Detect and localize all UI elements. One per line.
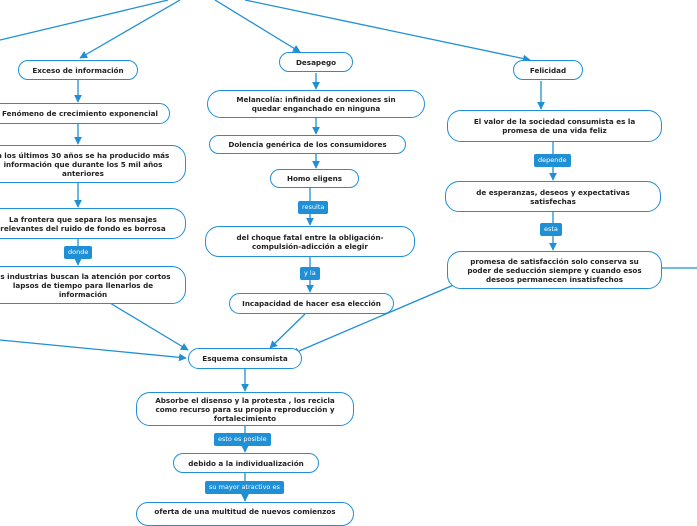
- edge-left-esquema: [0, 339, 187, 362]
- node-valor-sociedad[interactable]: El valor de la sociedad consumista es la…: [447, 110, 662, 142]
- edge-incapacidad-esquema: [269, 313, 306, 349]
- connector-y-la[interactable]: y la: [300, 267, 320, 280]
- node-dolencia-generica[interactable]: Dolencia genérica de los consumidores: [209, 135, 406, 154]
- node-melancolia[interactable]: Melancolía: infinidad de conexiones sin …: [207, 90, 425, 118]
- node-choque-fatal[interactable]: del choque fatal entre la obligación- co…: [205, 226, 415, 257]
- node-desapego[interactable]: Desapego: [279, 52, 353, 72]
- node-esperanzas-deseos[interactable]: de esperanzas, deseos y expectativas sat…: [445, 181, 661, 212]
- edge-root-exceso-2: [79, 0, 181, 59]
- node-oferta-nuevos-comienzos[interactable]: oferta de una multitud de nuevos comienz…: [136, 502, 354, 526]
- node-absorbe-disenso[interactable]: Absorbe el disenso y la protesta , los r…: [136, 392, 354, 426]
- edge-root-felicidad: [244, 0, 531, 63]
- node-ultimos-30-anos[interactable]: n los últimos 30 años se ha producido má…: [0, 145, 186, 183]
- edge-promesa-esquema: [291, 277, 471, 355]
- edge-root-desapego: [214, 0, 301, 53]
- connector-depende[interactable]: depende: [534, 154, 571, 167]
- node-incapacidad-eleccion[interactable]: Incapacidad de hacer esa elección: [229, 293, 394, 314]
- edge-industrias-esquema: [109, 302, 189, 351]
- node-promesa-satisfaccion[interactable]: promesa de satisfacción solo conserva su…: [447, 251, 662, 289]
- node-frontera-mensajes[interactable]: La frontera que separa los mensajes rele…: [0, 208, 186, 239]
- node-homo-eligens[interactable]: Homo eligens: [270, 169, 359, 188]
- connector-esto-es-posible[interactable]: esto es posible: [214, 433, 271, 446]
- edge-root-exceso: [0, 0, 169, 41]
- connector-esta[interactable]: esta: [540, 223, 562, 236]
- node-felicidad[interactable]: Felicidad: [513, 60, 583, 80]
- connector-donde[interactable]: donde: [64, 246, 93, 259]
- connector-resulta[interactable]: resulta: [298, 201, 329, 214]
- node-industrias-atencion[interactable]: as industrias buscan la atención por cor…: [0, 266, 186, 304]
- connector-su-mayor-atractivo[interactable]: su mayor atractivo es: [205, 481, 284, 494]
- node-exceso-de-informacion[interactable]: Exceso de información: [18, 60, 138, 80]
- node-debido-individualizacion[interactable]: debido a la individualización: [173, 453, 319, 473]
- node-fenomeno-crecimiento[interactable]: Fenómeno de crecimiento exponencial: [0, 103, 170, 124]
- node-esquema-consumista[interactable]: Esquema consumista: [188, 348, 302, 369]
